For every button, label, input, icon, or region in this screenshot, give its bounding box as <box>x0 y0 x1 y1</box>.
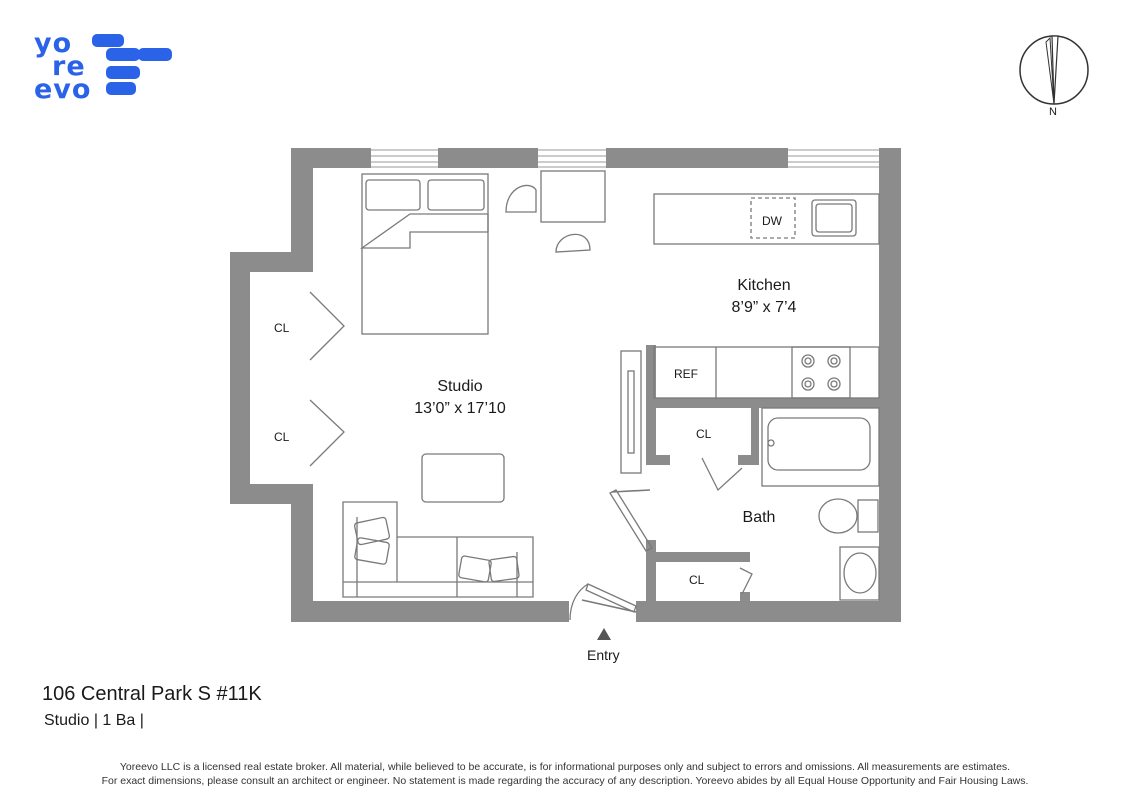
dishwasher <box>750 197 796 239</box>
yoreevo-logo: yo re evo <box>34 28 184 105</box>
closet-label: CL <box>274 430 290 444</box>
pillow-icon <box>365 179 421 211</box>
chair-icon <box>505 184 537 213</box>
closet-label: CL <box>274 321 290 335</box>
listing-summary: Studio | 1 Ba | <box>44 712 144 729</box>
logo-line-2: re <box>52 51 86 82</box>
sofa-icon <box>342 501 534 598</box>
stove-icon <box>791 346 851 399</box>
walls <box>230 148 901 622</box>
blanket-fold <box>359 213 489 249</box>
fixtures <box>309 170 880 621</box>
logo-bars-icon <box>92 34 172 95</box>
entry-arrow-icon <box>597 628 611 640</box>
refrigerator-label: REF <box>674 367 698 381</box>
bath-name: Bath <box>742 509 776 526</box>
sink-basin <box>815 203 853 233</box>
kitchen-counter <box>653 193 880 245</box>
chair-icon <box>555 233 591 253</box>
sink-icon <box>811 199 857 237</box>
dishwasher-label: DW <box>762 214 782 228</box>
lower-counter <box>653 346 880 399</box>
disclaimer-line-1: Yoreevo LLC is a licensed real estate br… <box>119 761 1011 773</box>
closet-door <box>701 457 743 492</box>
closet-door <box>739 567 753 595</box>
bathtub-icon <box>761 407 880 487</box>
closet-label: CL <box>696 427 712 441</box>
compass-icon <box>1019 35 1089 105</box>
bed-icon <box>361 173 489 335</box>
compass-north-label: N <box>1049 106 1057 118</box>
logo-line-3: evo <box>34 74 92 105</box>
closet-door <box>309 291 345 361</box>
disclaimer-line-2: For exact dimensions, please consult an … <box>101 775 1029 787</box>
entry-door-swing <box>569 583 589 621</box>
disclaimer: Yoreevo LLC is a licensed real estate br… <box>70 760 1060 788</box>
toilet-icon <box>818 498 858 534</box>
dining-table-icon <box>540 170 606 223</box>
windows <box>371 149 879 168</box>
studio-label: Studio 13’0” x 17’10 <box>400 376 520 420</box>
closet-door <box>309 399 345 467</box>
entry-door <box>585 583 637 613</box>
listing-address: 106 Central Park S #11K <box>42 683 262 705</box>
kitchen-label: Kitchen 8’9” x 7’4 <box>714 275 814 319</box>
kitchen-name: Kitchen <box>737 277 791 294</box>
coffee-table-icon <box>421 453 505 503</box>
entry-label: Entry <box>587 647 620 663</box>
kitchen-dimensions: 8’9” x 7’4 <box>731 299 797 316</box>
pillow-icon <box>427 179 485 211</box>
studio-dimensions: 13’0” x 17’10 <box>414 400 506 417</box>
studio-name: Studio <box>437 378 483 395</box>
logo-line-1: yo <box>34 28 73 59</box>
wardrobe <box>620 350 642 474</box>
north-compass: N <box>1016 34 1092 124</box>
bath-door <box>609 489 653 552</box>
closet-label: CL <box>689 573 705 587</box>
bath-sink-icon <box>839 546 880 601</box>
